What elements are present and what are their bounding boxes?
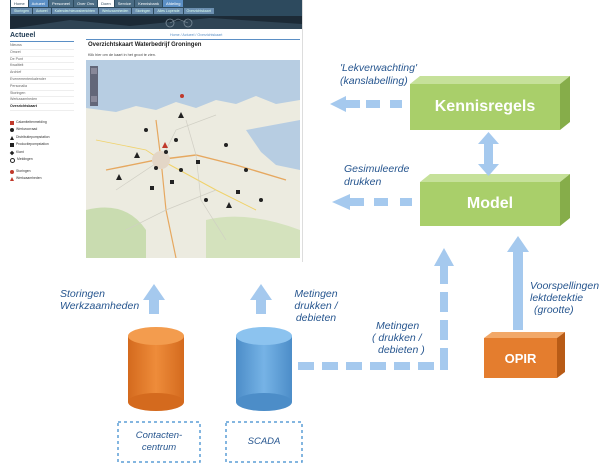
sidebar-item-omzet[interactable]: Omzet xyxy=(10,50,74,57)
square-icon xyxy=(10,143,14,148)
sub-tab-overzichtskaart[interactable]: Overzichtskaart xyxy=(183,8,214,14)
scada-label: SCADA xyxy=(247,436,281,447)
sidebar-item-storingen[interactable]: Storingen xyxy=(10,91,74,98)
header-banner xyxy=(10,16,302,29)
map-graphic xyxy=(86,60,300,258)
legend-item: Productiepompstation xyxy=(10,141,74,149)
metingen-top-label: Metingen xyxy=(294,288,338,300)
kennisregels-box xyxy=(410,76,570,130)
kennisregels-label: Kennisregels xyxy=(434,98,536,115)
kanslabelling-label: (kanslabelling) xyxy=(340,75,408,87)
scada-box xyxy=(225,421,303,463)
debieten-top-label: debieten xyxy=(295,312,337,324)
sidebar: Actueel Nieuws Omzet De Punt Kwaliteit A… xyxy=(9,32,74,232)
scada-database-icon xyxy=(236,327,292,411)
sidebar-item-nieuws[interactable]: Nieuws xyxy=(10,43,74,50)
sub-tab-werkzaamheden[interactable]: Werkzaamheden xyxy=(98,8,132,14)
work-circle-icon xyxy=(10,128,14,133)
gesimuleerde-label: Gesimuleerde xyxy=(344,163,410,175)
map-instruction[interactable]: Klik hier om de kaart in het groot te zi… xyxy=(88,53,156,57)
legend-item: Calamiteitenmelding xyxy=(10,119,74,127)
sidebar-item-evenementenkalender[interactable]: Evenementenkalender xyxy=(10,77,74,84)
storingen-arrow xyxy=(143,284,165,314)
nav-tab-over-ons[interactable]: Over Ons xyxy=(74,0,98,7)
sidebar-item-kwaliteit[interactable]: Kwaliteit xyxy=(10,63,74,71)
contactcentrum-box xyxy=(117,421,201,463)
legend-item: Distributiepompstation xyxy=(10,134,74,142)
contactcentrum-label: Contacten- centrum xyxy=(135,430,183,453)
breadcrumb[interactable]: Home / Actueel / Overzichtskaart xyxy=(170,33,223,37)
top-nav: Home Actueel Personeel Over Ons Doen Ser… xyxy=(10,0,184,7)
model-label: Model xyxy=(466,195,514,212)
model-box xyxy=(420,174,570,226)
opir-label: OPIR xyxy=(504,350,537,366)
banner-image xyxy=(10,16,302,29)
sidebar-title: Actueel xyxy=(10,32,36,39)
top-bar: Home Actueel Personeel Over Ons Doen Ser… xyxy=(10,0,302,16)
sidebar-item-overzichtskaart[interactable]: Overzichtskaart xyxy=(10,104,74,111)
legend-item: Meldingen xyxy=(10,156,74,164)
legend-item: Storingen xyxy=(10,168,74,176)
voorspellingen-arrow xyxy=(507,236,529,330)
sidebar-item-de-punt[interactable]: De Punt xyxy=(10,57,74,64)
storing-icon xyxy=(10,169,14,174)
metingen-bottom-label: Metingen xyxy=(376,320,420,332)
nav-tab-home[interactable]: Home xyxy=(11,0,28,7)
nav-tab-kennisbank[interactable]: Kennisbank xyxy=(135,0,162,7)
drukken-bottom-label: ( drukken / xyxy=(372,332,422,344)
calamity-icon xyxy=(10,120,14,125)
gesimuleerde-arrow xyxy=(332,194,412,210)
nav-tab-service[interactable]: Service xyxy=(114,0,135,7)
nav-tab-personeel[interactable]: Personeel xyxy=(49,0,74,7)
lekverwachting-label: 'Lekverwachting' xyxy=(340,62,417,74)
nav-tab-actueel[interactable]: Actueel xyxy=(28,0,49,7)
sub-tab-actueel[interactable]: Actueel xyxy=(32,8,51,14)
divider xyxy=(86,39,300,40)
map-view[interactable] xyxy=(86,60,300,258)
page-title: Overzichtskaart Waterbedrijf Groningen xyxy=(88,42,202,48)
voorspellingen-label: Voorspellingen xyxy=(530,280,600,292)
scada-arrow xyxy=(250,284,272,314)
sidebar-item-personalia[interactable]: Personalia xyxy=(10,84,74,91)
ring-icon xyxy=(10,157,15,163)
contactcentrum-database-icon xyxy=(128,327,184,411)
lektdetektie-label: lektdetektie xyxy=(530,292,584,304)
lekverwachting-arrow xyxy=(330,96,402,112)
legend-item: Klant xyxy=(9,149,74,157)
drukken-top-label: drukken / xyxy=(294,300,338,312)
opir-box xyxy=(484,332,565,378)
grootte-label: (grootte) xyxy=(534,304,574,316)
drukken-label: drukken xyxy=(344,176,382,188)
sidebar-item-archief[interactable]: Archief xyxy=(10,70,74,77)
sub-nav: Storingen Actueel Kalender/nieuwsbericht… xyxy=(10,8,214,14)
nav-tab-doen[interactable]: Doen xyxy=(98,0,114,7)
metingen-path xyxy=(298,248,454,370)
sub-tab-kalender[interactable]: Kalender/nieuwsberichten xyxy=(51,8,98,14)
sub-tab-storingen[interactable]: Storingen xyxy=(11,8,32,14)
legend-item: Werkvoorraad xyxy=(10,126,74,134)
kennis-model-arrow xyxy=(478,132,499,176)
nav-tab-afdeling[interactable]: Afdeling xyxy=(162,0,184,7)
storingen-label: Storingen xyxy=(60,288,105,300)
sidebar-item-werkzaamheden[interactable]: Werkzaamheden xyxy=(10,97,74,105)
sub-tab-storingen-2[interactable]: Storingen xyxy=(132,8,154,14)
sub-tab-alles-lopende[interactable]: Alles Lopende xyxy=(154,8,183,14)
debieten-bottom-label: debieten ) xyxy=(378,344,425,356)
werkzaamheden-label: Werkzaamheden xyxy=(60,300,140,312)
legend-item: Werkzaamheden xyxy=(10,175,74,183)
werk-icon xyxy=(10,177,14,182)
intranet-screenshot: Home Actueel Personeel Over Ons Doen Ser… xyxy=(9,0,303,262)
triangle-icon xyxy=(10,135,14,140)
